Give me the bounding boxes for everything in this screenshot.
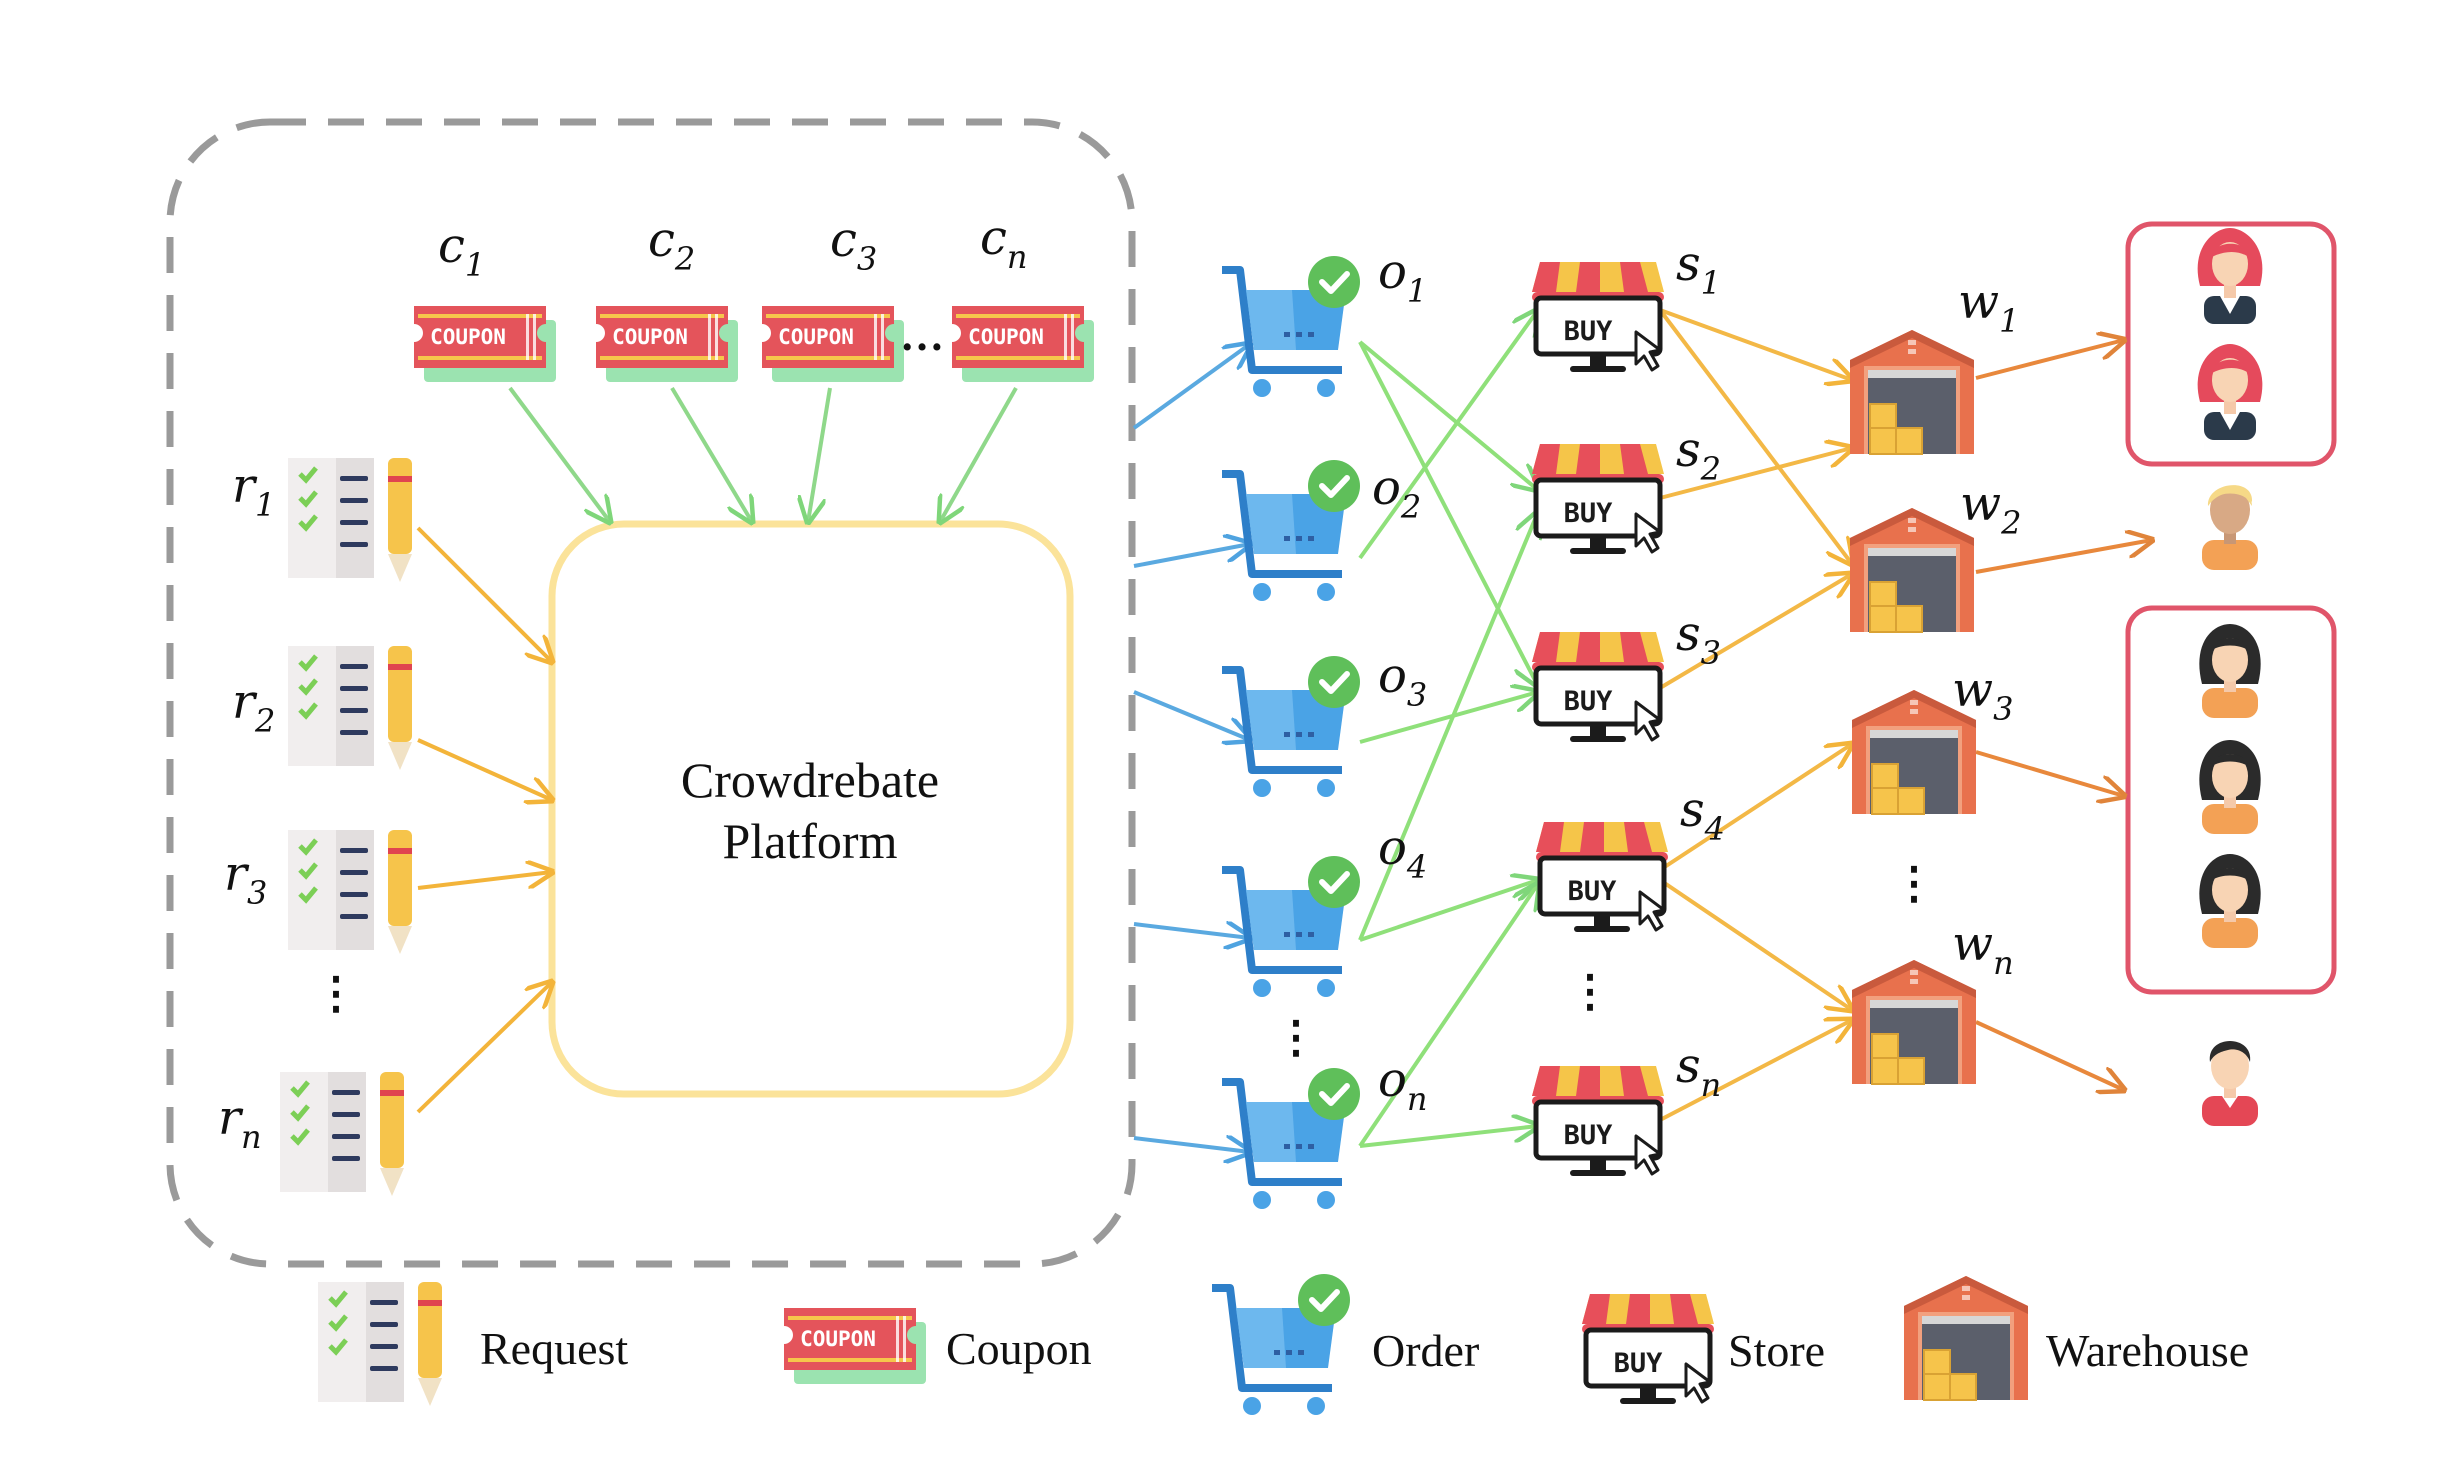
coupon-label-c2: c2 (648, 212, 695, 278)
coupon-ellipsis: … (900, 311, 944, 360)
store-warehouse-arrows (1658, 308, 1852, 1122)
order-o3 (1222, 656, 1360, 797)
request-label-rn: rn (218, 1090, 262, 1156)
request-r1 (288, 458, 412, 582)
customer-person-blond (2202, 485, 2258, 570)
customer-woman-dark-2 (2199, 740, 2261, 834)
coupon-label-c1: c1 (438, 218, 485, 284)
warehouse-label-w1: w1 (1958, 274, 2019, 340)
order-label-o3: o3 (1378, 648, 1427, 714)
store-label-s2: s2 (1676, 422, 1721, 488)
request-label-r1: r1 (232, 458, 275, 524)
warehouse-ellipsis: ⋮ (1892, 859, 1936, 908)
order-store-arrows (1358, 310, 1538, 1148)
store-label-sn: sn (1676, 1038, 1721, 1104)
order-arrows (1132, 344, 1250, 1152)
request-r2 (288, 646, 412, 770)
legend-warehouse-label: Warehouse (2046, 1325, 2249, 1376)
order-label-o1: o1 (1378, 244, 1427, 310)
customer-woman-red-2 (2197, 344, 2263, 440)
order-label-o2: o2 (1372, 460, 1421, 526)
warehouse-label-w2: w2 (1960, 476, 2021, 542)
store-label-s3: s3 (1676, 606, 1721, 672)
legend-store-label: Store (1728, 1325, 1825, 1376)
warehouse-customer-arrows (1975, 340, 2152, 1090)
warehouse-wn (1851, 959, 1977, 1085)
store-s2 (1532, 444, 1664, 554)
customer-woman-dark-3 (2199, 854, 2261, 948)
legend-coupon-label: Coupon (946, 1323, 1092, 1374)
coupon-label-c3: c3 (830, 212, 877, 278)
store-s3 (1532, 632, 1664, 742)
store-label-s4: s4 (1680, 782, 1725, 848)
customer-woman-dark-1 (2199, 624, 2261, 718)
coupon-label-cn: cn (980, 210, 1028, 276)
customer-man-dark (2202, 1041, 2258, 1126)
coupon-c3 (762, 306, 904, 382)
coupon-arrows (508, 386, 1018, 522)
legend-order-label: Order (1372, 1325, 1479, 1376)
coupon-c2 (596, 306, 738, 382)
legend-store-icon (1582, 1294, 1714, 1404)
store-s4 (1536, 822, 1668, 932)
request-label-r2: r2 (232, 674, 275, 740)
request-label-r3: r3 (224, 846, 267, 912)
request-r3 (288, 830, 412, 954)
platform-title-line2: Platform (723, 813, 898, 869)
store-sn (1532, 1066, 1664, 1176)
crowdrebate-platform-box (548, 520, 1074, 1098)
request-rn (280, 1072, 404, 1196)
request-arrows (416, 526, 552, 1114)
legend-request-icon (318, 1282, 442, 1406)
warehouse-w2 (1849, 507, 1975, 633)
legend: Request Coupon Order Store Warehouse (318, 1274, 2249, 1415)
legend-coupon-icon (784, 1308, 926, 1384)
warehouse-w1 (1849, 329, 1975, 455)
legend-order-icon (1212, 1274, 1350, 1415)
order-o4 (1222, 856, 1360, 997)
order-ellipsis: ⋮ (1274, 1013, 1318, 1062)
warehouse-label-wn: wn (1952, 916, 2014, 982)
store-s1 (1532, 262, 1664, 372)
legend-warehouse-icon (1903, 1275, 2029, 1401)
order-o1 (1222, 256, 1360, 397)
customer-woman-red-1 (2197, 228, 2263, 324)
coupon-c1 (414, 306, 556, 382)
store-label-s1: s1 (1676, 236, 1721, 302)
store-ellipsis: ⋮ (1568, 967, 1612, 1016)
legend-request-label: Request (480, 1323, 628, 1374)
order-o2 (1222, 460, 1360, 601)
order-on (1222, 1068, 1360, 1209)
platform-title-line1: Crowdrebate (681, 752, 939, 808)
platform-scope-dashed-box (166, 118, 1136, 1268)
order-label-o4: o4 (1378, 820, 1427, 886)
coupon-cn (952, 306, 1094, 382)
request-ellipsis: ⋮ (314, 969, 358, 1018)
order-label-on: on (1378, 1052, 1428, 1118)
warehouse-label-w3: w3 (1952, 662, 2013, 728)
